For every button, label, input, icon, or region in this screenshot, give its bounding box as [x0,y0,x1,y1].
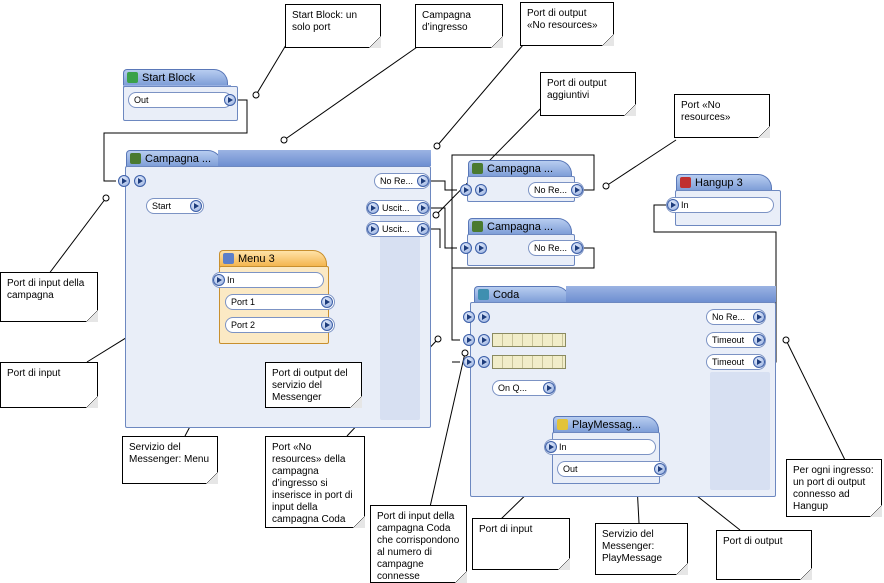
start-block-title: Start Block [123,69,228,86]
coda-queue-bar-2 [492,355,566,369]
campagna-a-no-re-pill: No Re... [528,182,584,198]
callout-output-bottom: Port di output [716,530,812,580]
playmessage-in-pill: In [544,439,656,455]
coda-timeout2-port[interactable] [753,356,765,368]
campagna-uscit1-pill: Uscit... [366,200,430,216]
coda-timeout1-pill: Timeout [706,332,766,348]
campagna-b-title: Campagna ... [468,218,572,235]
callout-input-bottom: Port di input [472,518,570,570]
coda-inner [710,372,770,490]
campagna-uscit2-pill: Uscit... [366,221,430,237]
callout-input-left: Port di input [0,362,98,408]
hangup3-in-pill: In [666,197,774,213]
coda-refresh-port-3[interactable] [478,356,490,368]
playmessage-out-pill: Out [557,461,667,477]
hangup3-title: Hangup 3 [676,174,772,191]
campaign-icon [472,221,483,232]
campagna-no-re-pill: No Re... [374,173,430,189]
campagna-loop-port[interactable] [134,175,146,187]
playmessage-title: PlayMessag... [553,416,659,433]
campagna-start-pill: Start [146,198,204,214]
queue-icon [478,289,489,300]
hangup-phone-icon [680,177,691,188]
callout-servizio-playmessage: Servizio del Messenger: PlayMessage [595,523,688,575]
campagna-start-port[interactable] [190,200,202,212]
campagna-a-title: Campagna ... [468,160,572,177]
campagna-a-loop-port[interactable] [475,184,487,196]
campaign-icon [130,153,141,164]
coda-input-port-1[interactable] [463,311,475,323]
campagna-uscit1-in-port[interactable] [367,202,379,214]
campagna-main-title: Campagna ... [126,150,222,167]
callout-start-block: Start Block: un solo port [285,4,381,48]
start-out-port[interactable] [224,94,236,106]
menu3-port2-pill: Port 2 [225,317,335,333]
start-out-pill: Out [128,92,232,108]
callout-input-coda: Port di input della campagna Coda che co… [370,505,467,583]
coda-title: Coda [474,286,570,303]
coda-queue-bar-1 [492,333,566,347]
campagna-b-input-port[interactable] [460,242,472,254]
callout-per-ogni-ingresso: Per ogni ingresso: un port di output con… [786,459,882,517]
menu3-port1-pill: Port 1 [225,294,335,310]
coda-timeout2-pill: Timeout [706,354,766,370]
menu-icon [223,253,234,264]
playmessage-in-port[interactable] [545,441,557,453]
campagna-a-input-port[interactable] [460,184,472,196]
campagna-uscit2-in-port[interactable] [367,223,379,235]
coda-input-port-3[interactable] [463,356,475,368]
callout-output-aggiuntivi: Port di output aggiuntivi [540,72,636,116]
campaign-icon [472,163,483,174]
coda-no-re-port[interactable] [753,311,765,323]
callout-output-servizio: Port di output del servizio del Messenge… [265,362,362,408]
menu3-in-pill: In [212,272,324,288]
callout-no-resources-right: Port «No resources» [674,94,770,138]
campagna-input-port[interactable] [118,175,130,187]
campagna-b-no-re-port[interactable] [571,242,583,254]
callout-no-resources-coda: Port «No resources» della campagna d’ing… [265,436,365,528]
playmessage-out-port[interactable] [654,463,666,475]
coda-onq-pill: On Q... [492,380,556,396]
speaker-icon [557,419,568,430]
callout-output-no-resources: Port di output «No resources» [520,2,614,46]
menu3-in-port[interactable] [213,274,225,286]
callout-campagna-ingresso: Campagna d’ingresso [415,4,503,48]
campagna-main-band [218,150,431,166]
coda-onq-port[interactable] [543,382,555,394]
campagna-no-re-port[interactable] [417,175,429,187]
coda-timeout1-port[interactable] [753,334,765,346]
coda-loop-port[interactable] [478,311,490,323]
hangup3-in-port[interactable] [667,199,679,211]
campagna-b-no-re-pill: No Re... [528,240,584,256]
menu3-port2-port[interactable] [321,319,333,331]
coda-input-port-2[interactable] [463,334,475,346]
campagna-b-loop-port[interactable] [475,242,487,254]
menu3-port1-port[interactable] [321,296,333,308]
callout-input-campagna: Port di input della campagna [0,272,98,322]
coda-no-re-pill: No Re... [706,309,766,325]
coda-band [566,286,776,302]
coda-refresh-port-2[interactable] [478,334,490,346]
campagna-uscit2-out-port[interactable] [417,223,429,235]
campagna-uscit1-out-port[interactable] [417,202,429,214]
campagna-a-no-re-port[interactable] [571,184,583,196]
start-icon [127,72,138,83]
callout-servizio-menu: Servizio del Messenger: Menu [122,436,218,484]
menu3-title: Menu 3 [219,250,327,267]
